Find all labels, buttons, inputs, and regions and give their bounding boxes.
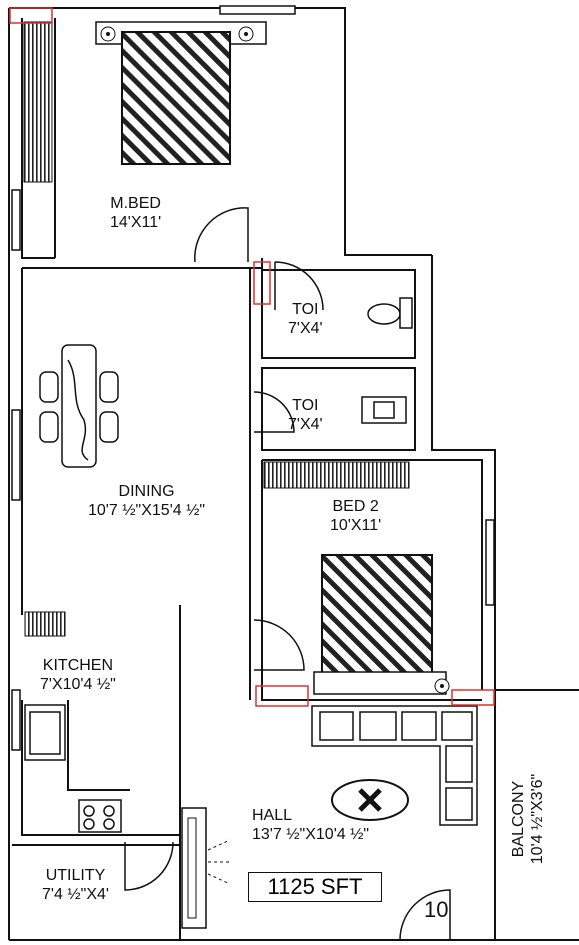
window-left-1 <box>11 189 21 251</box>
kitchen-wall <box>21 700 180 836</box>
outer-wall-right <box>431 255 496 690</box>
kitchen-fixtures <box>24 704 122 833</box>
window-left-2 <box>11 409 21 501</box>
master-bed-furniture <box>95 21 267 165</box>
kitchen-counter <box>24 611 66 637</box>
hall-rug <box>331 779 409 821</box>
wardrobe-bed2 <box>263 461 410 489</box>
toilet-fixtures <box>361 297 413 424</box>
bed2-wall <box>262 459 483 690</box>
door-swings <box>124 207 451 941</box>
hall-sofa <box>311 705 478 826</box>
wardrobe-mbed <box>23 21 53 183</box>
bed2-furniture <box>313 554 450 695</box>
dining-table <box>39 344 119 468</box>
unit-number: 10 <box>424 897 449 922</box>
total-area-label: 1125 SFT <box>248 872 382 902</box>
highlight-markers <box>9 7 495 707</box>
window-right-1 <box>485 519 495 606</box>
window-left-3 <box>11 689 21 751</box>
outer-wall-top <box>9 7 432 256</box>
window-top <box>219 5 296 15</box>
